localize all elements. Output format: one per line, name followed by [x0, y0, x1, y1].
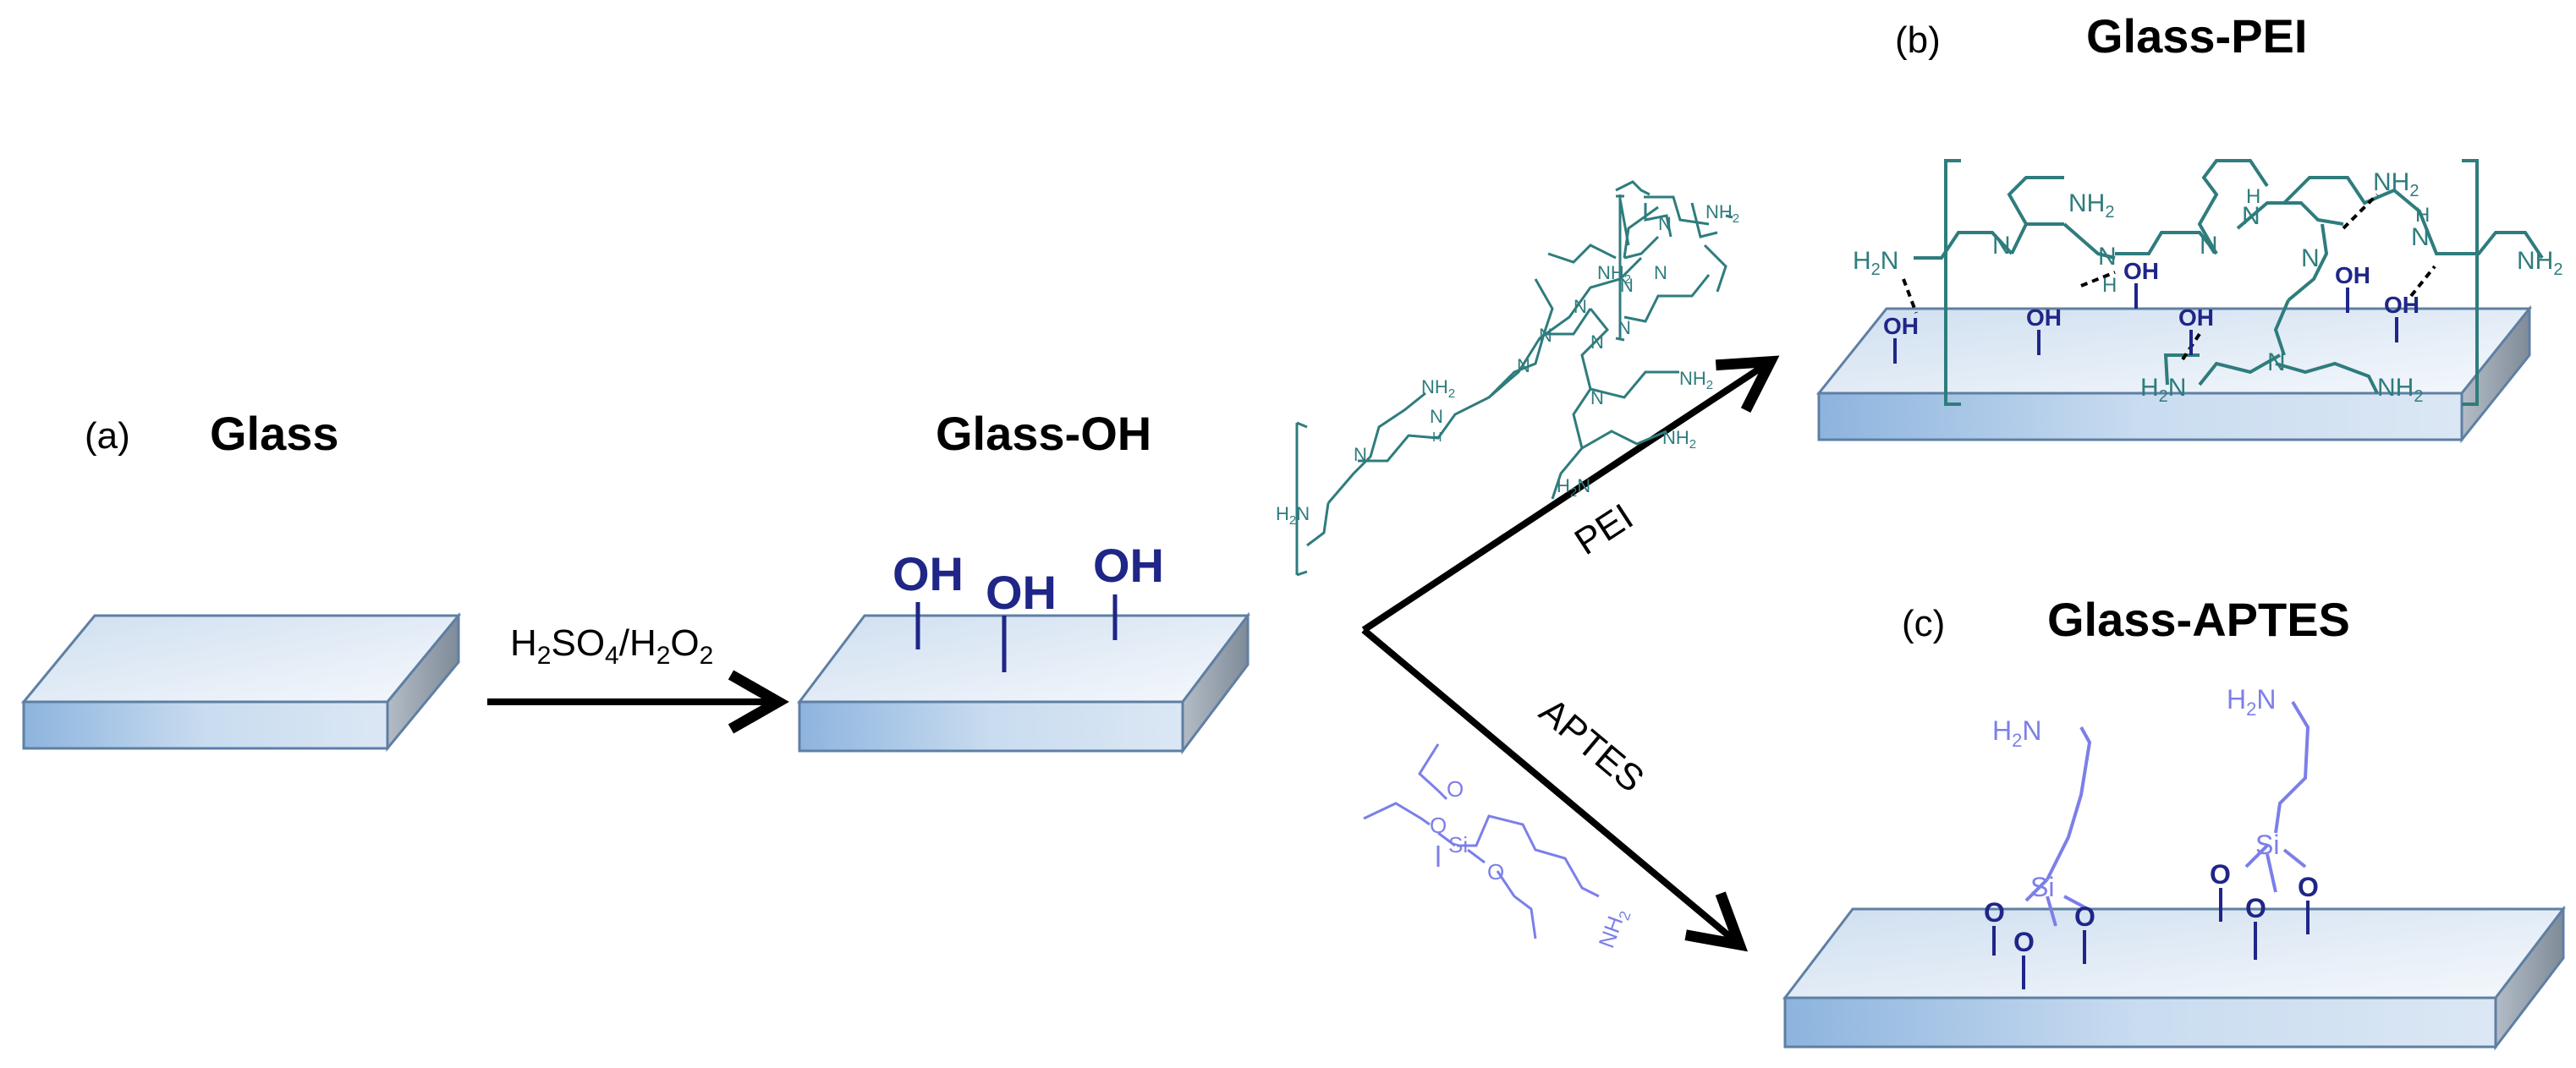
- svg-text:OH: OH: [2335, 262, 2370, 288]
- svg-text:O: O: [2245, 893, 2266, 923]
- svg-text:N: N: [1539, 325, 1552, 346]
- svg-text:H: H: [2415, 204, 2430, 227]
- pei-reagent-label: PEI: [1568, 496, 1640, 563]
- glass-slab-aptes: [1782, 905, 2567, 1051]
- oh-label: OH: [893, 547, 964, 600]
- svg-text:H2N: H2N: [1992, 715, 2041, 751]
- svg-text:H: H: [1432, 430, 1442, 445]
- hydroxyl-groups: OH OH OH: [893, 539, 1164, 672]
- svg-text:OH: OH: [2123, 258, 2159, 284]
- pei-molecule-labels: H2N N NH2 N H N N NH2 N N N N NH2 NH2 H2…: [1276, 201, 1739, 528]
- svg-text:N: N: [2242, 202, 2260, 230]
- pei-surface-brackets: [1944, 159, 2479, 406]
- svg-text:H2N: H2N: [1853, 247, 1898, 279]
- svg-text:OH: OH: [2026, 304, 2062, 331]
- svg-text:N: N: [1992, 232, 2011, 260]
- svg-text:N: N: [1654, 262, 1667, 283]
- pei-surface-structure: [1914, 159, 2544, 394]
- title-glass: Glass: [210, 407, 339, 460]
- pei-molecule-structure: [1295, 180, 1733, 577]
- svg-text:N: N: [1354, 444, 1367, 465]
- pei-surface-labels: H2N N NH2 N H N N H NH2 N N H NH2 H2N N …: [1853, 168, 2562, 406]
- svg-text:NH2: NH2: [2068, 189, 2114, 222]
- svg-text:H: H: [2102, 274, 2117, 297]
- aptes-surface-chains: [2024, 700, 2310, 927]
- title-glass-oh: Glass-OH: [936, 407, 1151, 460]
- svg-text:N: N: [2267, 348, 2286, 376]
- aptes-molecule-structure: [1363, 743, 1600, 939]
- svg-text:H: H: [2246, 185, 2260, 208]
- svg-text:NH2: NH2: [2517, 247, 2562, 279]
- svg-text:O: O: [1487, 859, 1504, 885]
- svg-text:N: N: [2200, 232, 2218, 260]
- svg-text:NH2: NH2: [2373, 168, 2419, 200]
- svg-text:N: N: [1618, 317, 1631, 338]
- svg-text:NH2: NH2: [2377, 374, 2423, 406]
- title-glass-pei: Glass-PEI: [2086, 9, 2307, 63]
- svg-text:NH2: NH2: [1679, 368, 1713, 392]
- svg-text:O: O: [1430, 813, 1447, 838]
- svg-text:N: N: [2411, 223, 2430, 251]
- svg-text:N: N: [1574, 296, 1587, 317]
- oh-label: OH: [1093, 539, 1164, 592]
- svg-text:H2N: H2N: [1557, 475, 1590, 500]
- svg-text:NH2: NH2: [1593, 905, 1634, 952]
- piranha-reagent-label: H2SO4/H2O2: [510, 622, 713, 670]
- aptes-surface-oxygens: O O O O O O: [1984, 859, 2319, 989]
- svg-text:N: N: [1590, 331, 1604, 353]
- pei-surface-hydroxyls: OH OH OH OH OH OH: [1883, 258, 2419, 364]
- svg-text:N: N: [1658, 213, 1672, 234]
- svg-text:H2N: H2N: [2227, 684, 2276, 720]
- svg-text:OH: OH: [2178, 304, 2214, 331]
- svg-text:N: N: [1517, 355, 1530, 376]
- svg-text:N: N: [2301, 244, 2320, 272]
- title-glass-aptes: Glass-APTES: [2047, 593, 2350, 646]
- reaction-arrow-pei: [1361, 355, 1780, 633]
- svg-text:Si: Si: [2030, 872, 2054, 902]
- svg-text:O: O: [2074, 901, 2095, 932]
- glass-slab-pei: [1815, 304, 2533, 444]
- svg-text:OH: OH: [2384, 292, 2419, 318]
- aptes-surface-labels: H2N Si H2N Si: [1992, 684, 2279, 902]
- svg-text:Si: Si: [2255, 830, 2279, 860]
- svg-text:NH2: NH2: [1421, 376, 1455, 401]
- svg-text:OH: OH: [1883, 313, 1919, 339]
- panel-label-a: (a): [85, 415, 130, 457]
- svg-text:O: O: [2210, 859, 2231, 890]
- glass-slab-plain: [20, 611, 462, 753]
- svg-text:O: O: [1447, 776, 1464, 802]
- svg-text:N: N: [2098, 243, 2117, 271]
- reaction-arrow-aptes: [1361, 627, 1749, 952]
- svg-text:NH2: NH2: [1597, 262, 1631, 287]
- svg-text:H2N: H2N: [2140, 374, 2186, 406]
- svg-text:O: O: [2298, 872, 2319, 902]
- svg-text:O: O: [2013, 927, 2035, 957]
- svg-text:O: O: [1984, 897, 2005, 928]
- svg-text:NH2: NH2: [1705, 201, 1739, 226]
- oh-label: OH: [986, 566, 1057, 619]
- svg-text:N: N: [1590, 387, 1604, 408]
- svg-text:NH2: NH2: [1662, 427, 1696, 452]
- svg-text:N: N: [1430, 406, 1443, 427]
- glass-slab-hydroxylated: [796, 611, 1251, 755]
- panel-label-c: (c): [1902, 603, 1945, 644]
- aptes-molecule-labels: O O Si O NH2: [1430, 776, 1634, 952]
- panel-label-b: (b): [1895, 19, 1941, 61]
- svg-text:Si: Si: [1448, 832, 1468, 857]
- svg-text:H2N: H2N: [1276, 503, 1310, 528]
- svg-text:N: N: [1620, 275, 1634, 296]
